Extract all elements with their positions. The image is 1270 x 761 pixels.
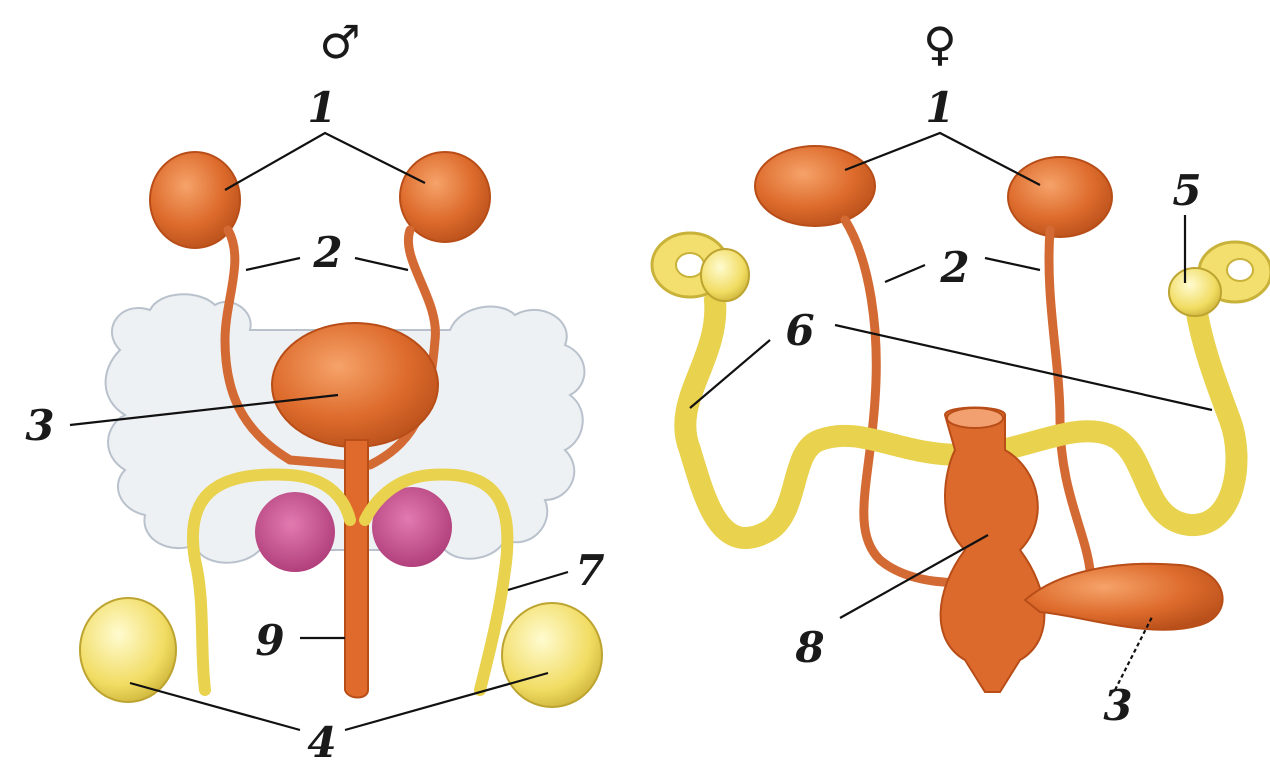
female-label-3: 3 — [1103, 681, 1132, 730]
male-symbol: ♂ — [319, 15, 360, 69]
female-left-ovary — [652, 233, 749, 301]
male-label-4: 4 — [307, 718, 336, 761]
female-bladder — [1025, 564, 1223, 630]
male-urethra — [345, 440, 368, 698]
female-label-6: 6 — [785, 306, 814, 355]
male-leader-2a — [246, 258, 300, 270]
female-leader-2b — [985, 258, 1040, 270]
male-leader-4b — [345, 673, 548, 730]
female-label-2: 2 — [939, 243, 969, 292]
female-leader-6b — [835, 325, 1212, 410]
male-leader-4a — [130, 683, 300, 730]
male-left-testis — [80, 598, 176, 702]
male-bladder — [272, 323, 438, 447]
female-label-1: 1 — [925, 83, 954, 132]
male-leader-1 — [225, 133, 425, 190]
male-label-1: 1 — [307, 83, 336, 132]
male-label-3: 3 — [25, 401, 54, 450]
female-label-5: 5 — [1172, 166, 1201, 215]
female-uterus-opening — [947, 408, 1003, 428]
male-label-9: 9 — [255, 616, 284, 665]
male-label-7: 7 — [575, 546, 604, 595]
female-right-ureter — [1049, 230, 1090, 570]
female-leader-2a — [885, 265, 925, 282]
female-right-kidney — [1008, 157, 1112, 237]
male-label-2: 2 — [312, 228, 342, 277]
female-symbol: ♀ — [923, 17, 957, 71]
female-left-kidney — [755, 146, 875, 226]
male-right-testis — [502, 603, 602, 707]
female-diagram: ♀ 1 — [652, 17, 1270, 730]
male-diagram: ♂ 1 2 3 — [25, 15, 604, 761]
male-leader-7 — [508, 572, 568, 590]
female-label-8: 8 — [794, 623, 824, 672]
male-leader-2b — [355, 258, 408, 270]
